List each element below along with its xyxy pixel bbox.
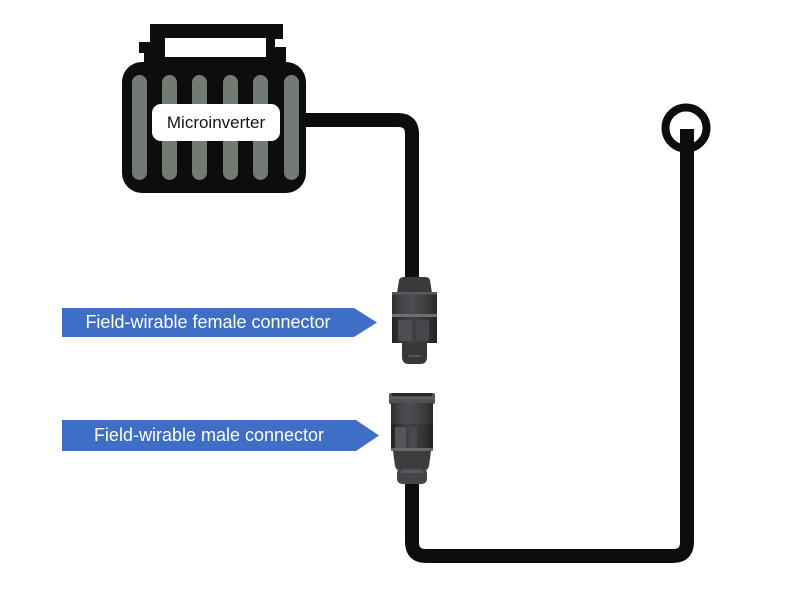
microinverter-label: Microinverter [167,113,266,132]
callout-female-connector: Field-wirable female connector [62,308,377,337]
microinverter-label-bg [152,104,280,141]
callout-male-connector: Field-wirable male connector [62,420,379,451]
microinverter-icon: Microinverter [122,24,306,193]
female-connector-icon [392,277,437,364]
slot-bar [132,75,147,180]
cable-lower-run [405,129,694,563]
cable-upper-run [306,113,419,280]
male-connector-icon [389,393,435,484]
slot-bar [284,75,299,180]
microinverter-handle [139,24,286,62]
